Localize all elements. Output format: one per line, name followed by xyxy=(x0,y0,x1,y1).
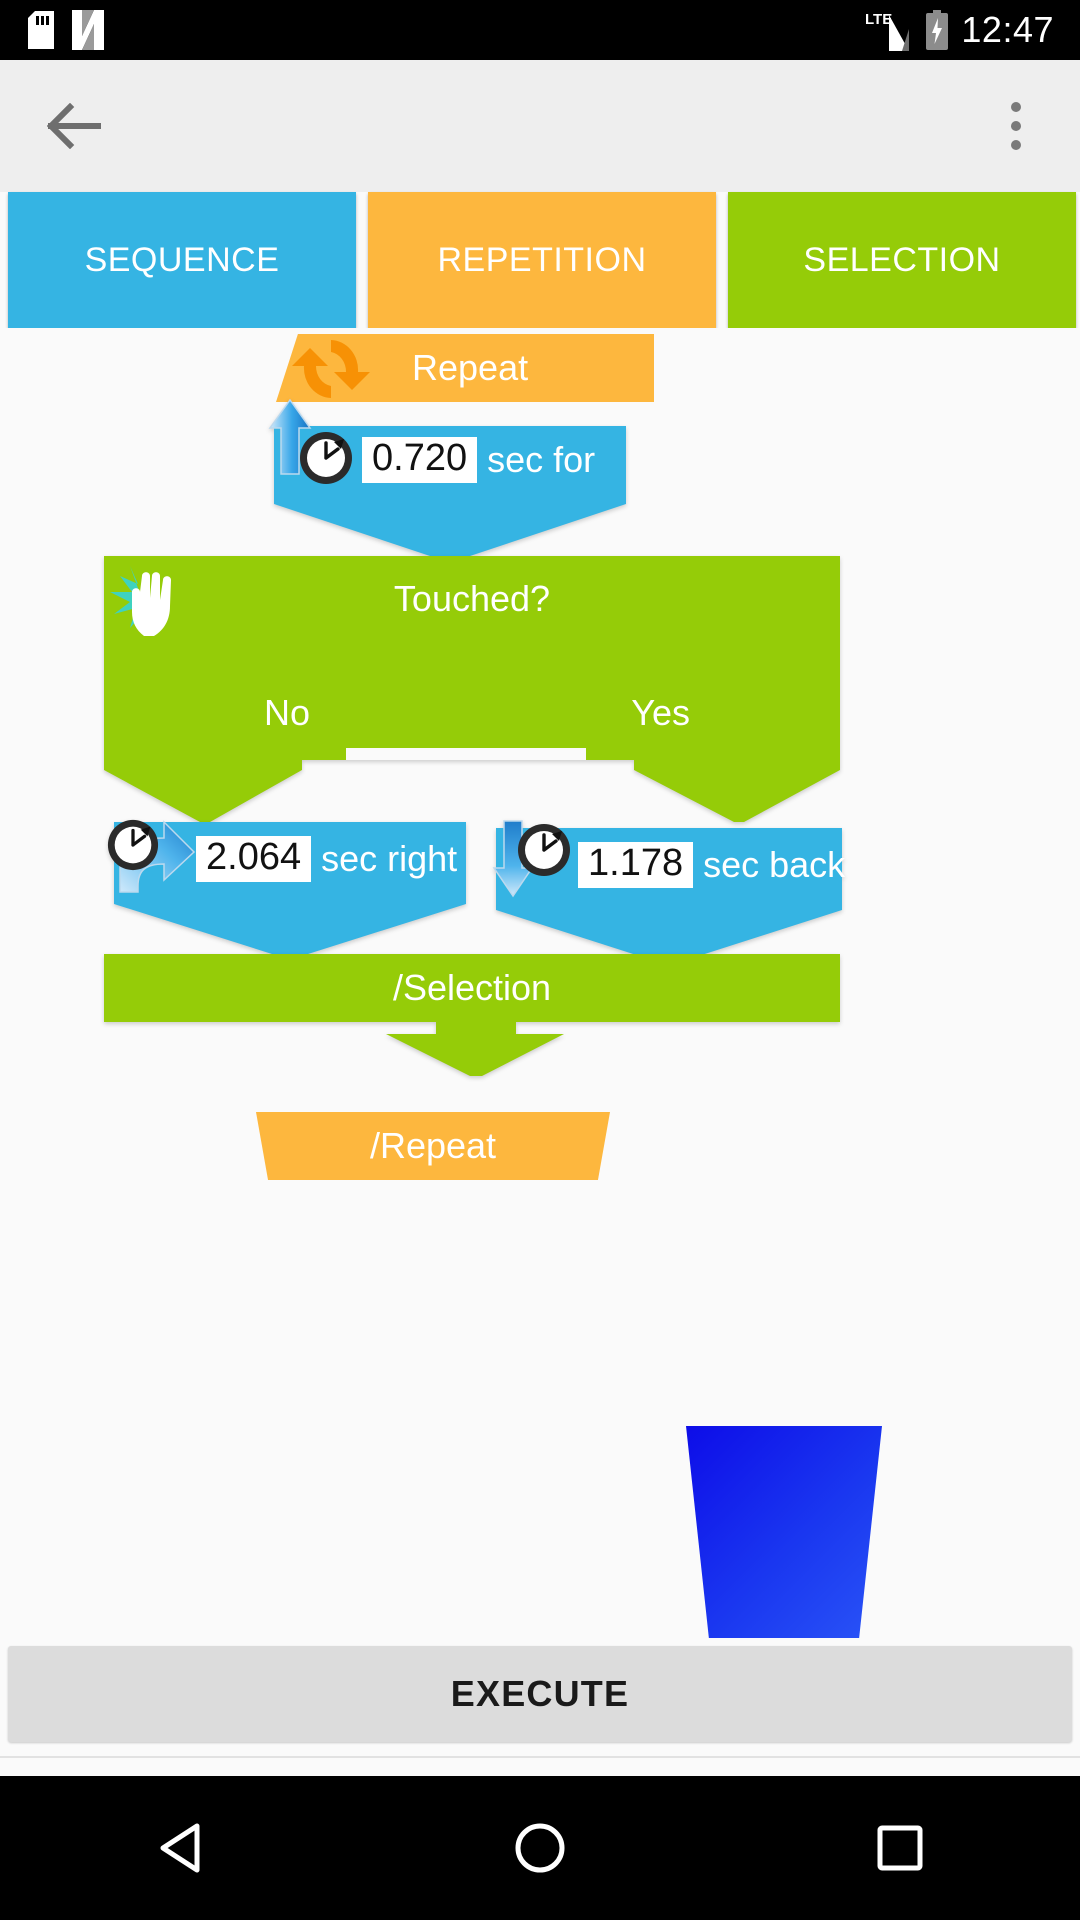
status-bar-clock: 12:47 xyxy=(961,9,1054,50)
tab-sequence[interactable]: SEQUENCE xyxy=(8,192,356,328)
up-arrow-icon xyxy=(268,398,312,475)
overflow-menu-icon xyxy=(1011,140,1021,150)
tab-repetition[interactable]: REPETITION xyxy=(368,192,716,328)
recents-square-icon xyxy=(877,1825,923,1871)
block-repeat-open[interactable]: Repeat xyxy=(276,334,654,402)
sd-card-icon xyxy=(28,11,54,49)
branch-arrows-down xyxy=(104,748,840,822)
clock-icon xyxy=(300,432,352,484)
nav-back-button[interactable] xyxy=(120,1798,240,1898)
overflow-menu-icon xyxy=(1011,121,1021,131)
nav-home-button[interactable] xyxy=(480,1798,600,1898)
system-navigation-bar xyxy=(0,1776,1080,1920)
bottom-divider xyxy=(0,1756,1080,1758)
status-bar-right-icons: LTE 12:47 xyxy=(865,9,1080,51)
block-palette-tabs: SEQUENCE REPETITION SELECTION xyxy=(0,192,1080,328)
back-arrow-icon xyxy=(47,103,101,149)
android-n-icon xyxy=(72,10,104,50)
back-button[interactable] xyxy=(42,94,106,158)
branch-label-no: No xyxy=(264,692,311,733)
tab-selection[interactable]: SELECTION xyxy=(728,192,1076,328)
move-back-unit-label: sec back xyxy=(703,844,846,885)
clock-icon xyxy=(518,824,570,876)
flow-arrow-down xyxy=(386,1022,564,1076)
program-canvas[interactable]: Repeat 0.720 sec for xyxy=(0,328,1080,1638)
blue-drag-block[interactable] xyxy=(686,1426,882,1638)
wait-unit-label: sec for xyxy=(487,439,596,480)
block-repeat-open-label: Repeat xyxy=(412,347,529,388)
svg-text:LTE: LTE xyxy=(865,11,892,28)
overflow-menu-icon xyxy=(1011,102,1021,112)
branch-label-yes: Yes xyxy=(631,692,690,733)
block-condition-touched[interactable]: Touched? No Yes xyxy=(104,556,840,827)
execute-button[interactable]: EXECUTE xyxy=(8,1646,1072,1742)
flow-arrow-down xyxy=(274,494,626,556)
block-condition-label: Touched? xyxy=(393,578,551,619)
app-bar xyxy=(0,60,1080,192)
nav-recents-button[interactable] xyxy=(840,1798,960,1898)
block-selection-close[interactable]: /Selection xyxy=(104,954,840,1083)
move-back-duration-input[interactable]: 1.178 xyxy=(578,841,694,889)
back-triangle-icon xyxy=(160,1823,200,1873)
clock-icon xyxy=(107,819,159,871)
move-right-duration-input[interactable]: 2.064 xyxy=(196,835,312,883)
block-repeat-close-label: /Repeat xyxy=(369,1125,497,1166)
status-bar: LTE 12:47 xyxy=(0,0,1080,60)
loop-refresh-icon xyxy=(292,340,370,398)
move-right-unit-label: sec right xyxy=(321,838,458,879)
block-move-right[interactable]: 2.064 sec right xyxy=(107,819,466,961)
block-wait-for[interactable]: 0.720 sec for xyxy=(268,398,626,563)
hand-touch-icon xyxy=(110,566,171,636)
block-selection-close-label: /Selection xyxy=(392,967,552,1008)
block-repeat-close[interactable]: /Repeat xyxy=(256,1112,610,1180)
flow-arrow-down xyxy=(496,902,842,960)
lte-signal-icon: LTE xyxy=(865,11,910,51)
block-move-back[interactable]: 1.178 sec back xyxy=(492,820,846,967)
home-circle-icon xyxy=(515,1823,565,1873)
status-bar-left-icons xyxy=(0,10,106,50)
wait-duration-input[interactable]: 0.720 xyxy=(362,436,478,484)
battery-charging-icon xyxy=(926,10,949,50)
flow-arrow-down xyxy=(114,896,466,954)
overflow-menu-button[interactable] xyxy=(988,94,1044,158)
